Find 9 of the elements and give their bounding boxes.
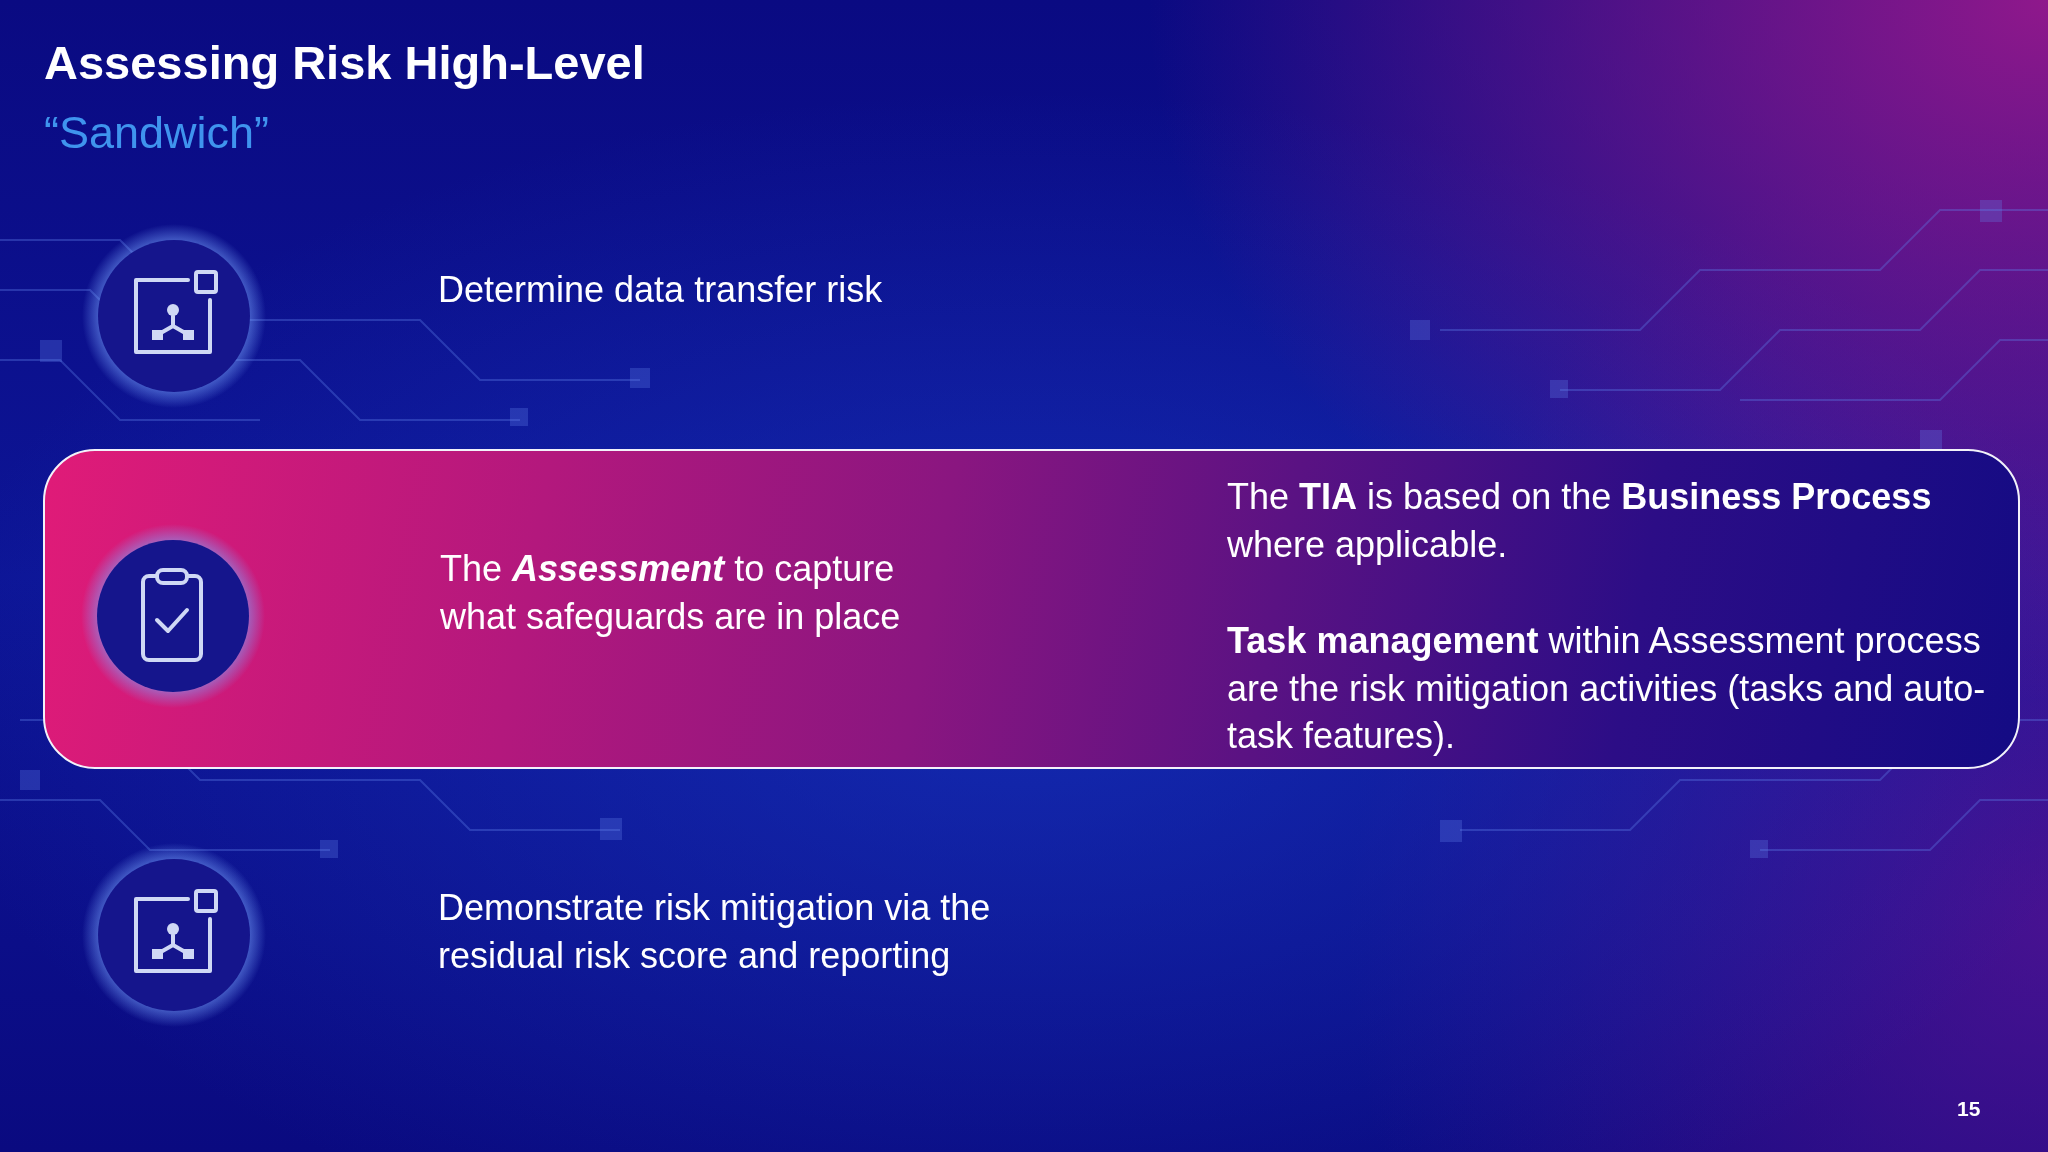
band-text: The Assessment to capture what safeguards are in place	[440, 547, 902, 639]
band-note: The TIA is based on the Business Process where applicable.	[1227, 475, 1933, 567]
step-text: Demonstrate risk mitigation via the residual risk score and reporting	[438, 886, 992, 978]
slide-title: Assessing Risk High-Level	[44, 36, 645, 91]
highlight-band	[43, 449, 2020, 769]
page-number: 15	[1957, 1097, 1981, 1121]
step-text: Determine data transfer risk	[438, 268, 884, 312]
band-note: Task management within Assessment process are the risk mitigation activities (tasks and auto-task features).	[1227, 619, 1987, 759]
slide-subtitle: “Sandwich”	[44, 106, 270, 160]
